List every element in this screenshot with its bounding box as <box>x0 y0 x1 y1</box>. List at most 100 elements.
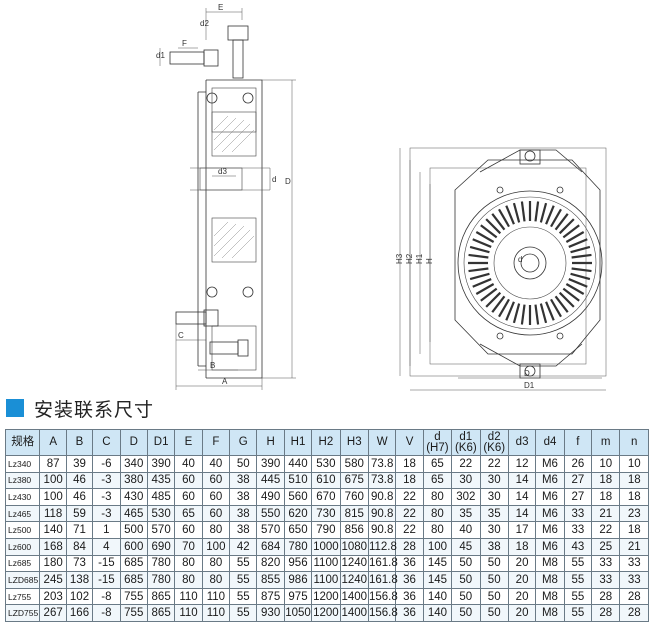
disk-slot <box>545 301 555 321</box>
column-header: f <box>563 429 593 456</box>
value-cell: 22 <box>591 521 621 539</box>
disk-slot <box>568 238 588 248</box>
value-cell: 28 <box>591 604 621 622</box>
value-cell: -8 <box>92 604 121 622</box>
column-header: d4 <box>535 429 565 456</box>
value-cell: 60 <box>201 488 231 506</box>
value-cell: 1100 <box>311 571 341 589</box>
column-header: C <box>92 429 121 456</box>
value-cell: 110 <box>201 587 231 606</box>
value-cell: 55 <box>563 571 593 589</box>
column-header: d3 <box>507 429 537 456</box>
value-cell: 14 <box>507 504 537 523</box>
value-cell: -6 <box>92 455 121 473</box>
model-cell: Lz685 <box>4 554 41 573</box>
value-cell: 87 <box>39 455 67 473</box>
value-cell: 46 <box>65 488 94 506</box>
value-cell: 36 <box>395 604 424 622</box>
column-header: d2(K6) <box>479 429 509 456</box>
value-cell: 50 <box>451 604 481 622</box>
blue-square-icon <box>6 399 24 417</box>
disk-slot <box>554 213 569 231</box>
value-cell: -8 <box>92 587 121 606</box>
value-cell: 500 <box>119 521 148 539</box>
value-cell: 620 <box>283 504 313 523</box>
side-dim-c: C <box>178 331 184 340</box>
value-cell: 156.8 <box>367 587 398 606</box>
disk-slot <box>520 304 526 325</box>
value-cell: 60 <box>201 471 231 490</box>
disk-slot <box>558 291 575 308</box>
value-cell: 550 <box>256 504 285 523</box>
value-cell: 440 <box>283 455 313 473</box>
value-cell: M6 <box>535 504 565 523</box>
value-cell: 55 <box>229 571 258 589</box>
column-header-tolerance: (K6) <box>454 441 477 454</box>
disk-slot <box>472 238 492 248</box>
disk-slot <box>570 245 591 254</box>
value-cell: 180 <box>39 554 67 573</box>
side-dim-d: d <box>272 175 276 184</box>
value-cell: 865 <box>146 587 176 606</box>
value-cell: 33 <box>563 521 593 539</box>
column-header: A <box>39 429 67 456</box>
disk-slot <box>571 267 592 273</box>
column-header: H3 <box>339 429 369 456</box>
value-cell: 1200 <box>311 587 341 606</box>
value-cell: M6 <box>535 455 565 473</box>
side-dim-e: E <box>218 3 223 12</box>
section-header: 安装联系尺寸 <box>6 396 154 421</box>
value-cell: 145 <box>422 554 453 573</box>
column-header: H1 <box>283 429 313 456</box>
value-cell: M8 <box>535 604 565 622</box>
value-cell: 55 <box>229 604 258 622</box>
value-cell: 27 <box>563 488 593 506</box>
side-dim-f: F <box>182 39 187 48</box>
side-dim-big-d: D <box>285 177 291 186</box>
value-cell: 60 <box>174 521 203 539</box>
value-cell: 28 <box>395 537 424 556</box>
value-cell: 36 <box>395 571 424 589</box>
disk-slot <box>534 304 540 325</box>
value-cell: -15 <box>92 554 121 573</box>
value-cell: 50 <box>479 604 509 622</box>
value-cell: 36 <box>395 554 424 573</box>
value-cell: 20 <box>507 571 537 589</box>
value-cell: -15 <box>92 571 121 589</box>
value-cell: 530 <box>146 504 176 523</box>
disk-slot <box>475 283 495 295</box>
value-cell: 1400 <box>339 604 369 622</box>
value-cell: 856 <box>339 521 369 539</box>
value-cell: 650 <box>283 521 313 539</box>
column-header-label: F <box>212 436 220 448</box>
model-cell: LZD755 <box>4 604 41 622</box>
disk-slot <box>562 224 580 239</box>
value-cell: 73.8 <box>367 471 397 490</box>
value-cell: 10 <box>591 455 621 473</box>
model-cell: Lz380 <box>4 471 41 490</box>
column-header: F <box>201 429 231 456</box>
value-cell: 71 <box>65 521 94 539</box>
value-cell: 80 <box>201 571 231 589</box>
value-cell: 30 <box>479 521 509 539</box>
disk-slot <box>520 201 526 222</box>
value-cell: 18 <box>507 537 537 556</box>
value-cell: 80 <box>422 504 453 523</box>
value-cell: 27 <box>563 471 593 490</box>
value-cell: 203 <box>39 587 67 606</box>
disk-slot <box>565 231 585 243</box>
value-cell: 50 <box>479 554 509 573</box>
disk-slot <box>475 231 495 243</box>
technical-drawings: E d2 d1 F d3 d D C B A <box>156 3 607 391</box>
disk-slot <box>468 267 489 273</box>
value-cell: 50 <box>451 587 481 606</box>
value-cell: 161.8 <box>367 554 398 573</box>
value-cell: 1200 <box>311 604 341 622</box>
value-cell: 430 <box>119 488 148 506</box>
